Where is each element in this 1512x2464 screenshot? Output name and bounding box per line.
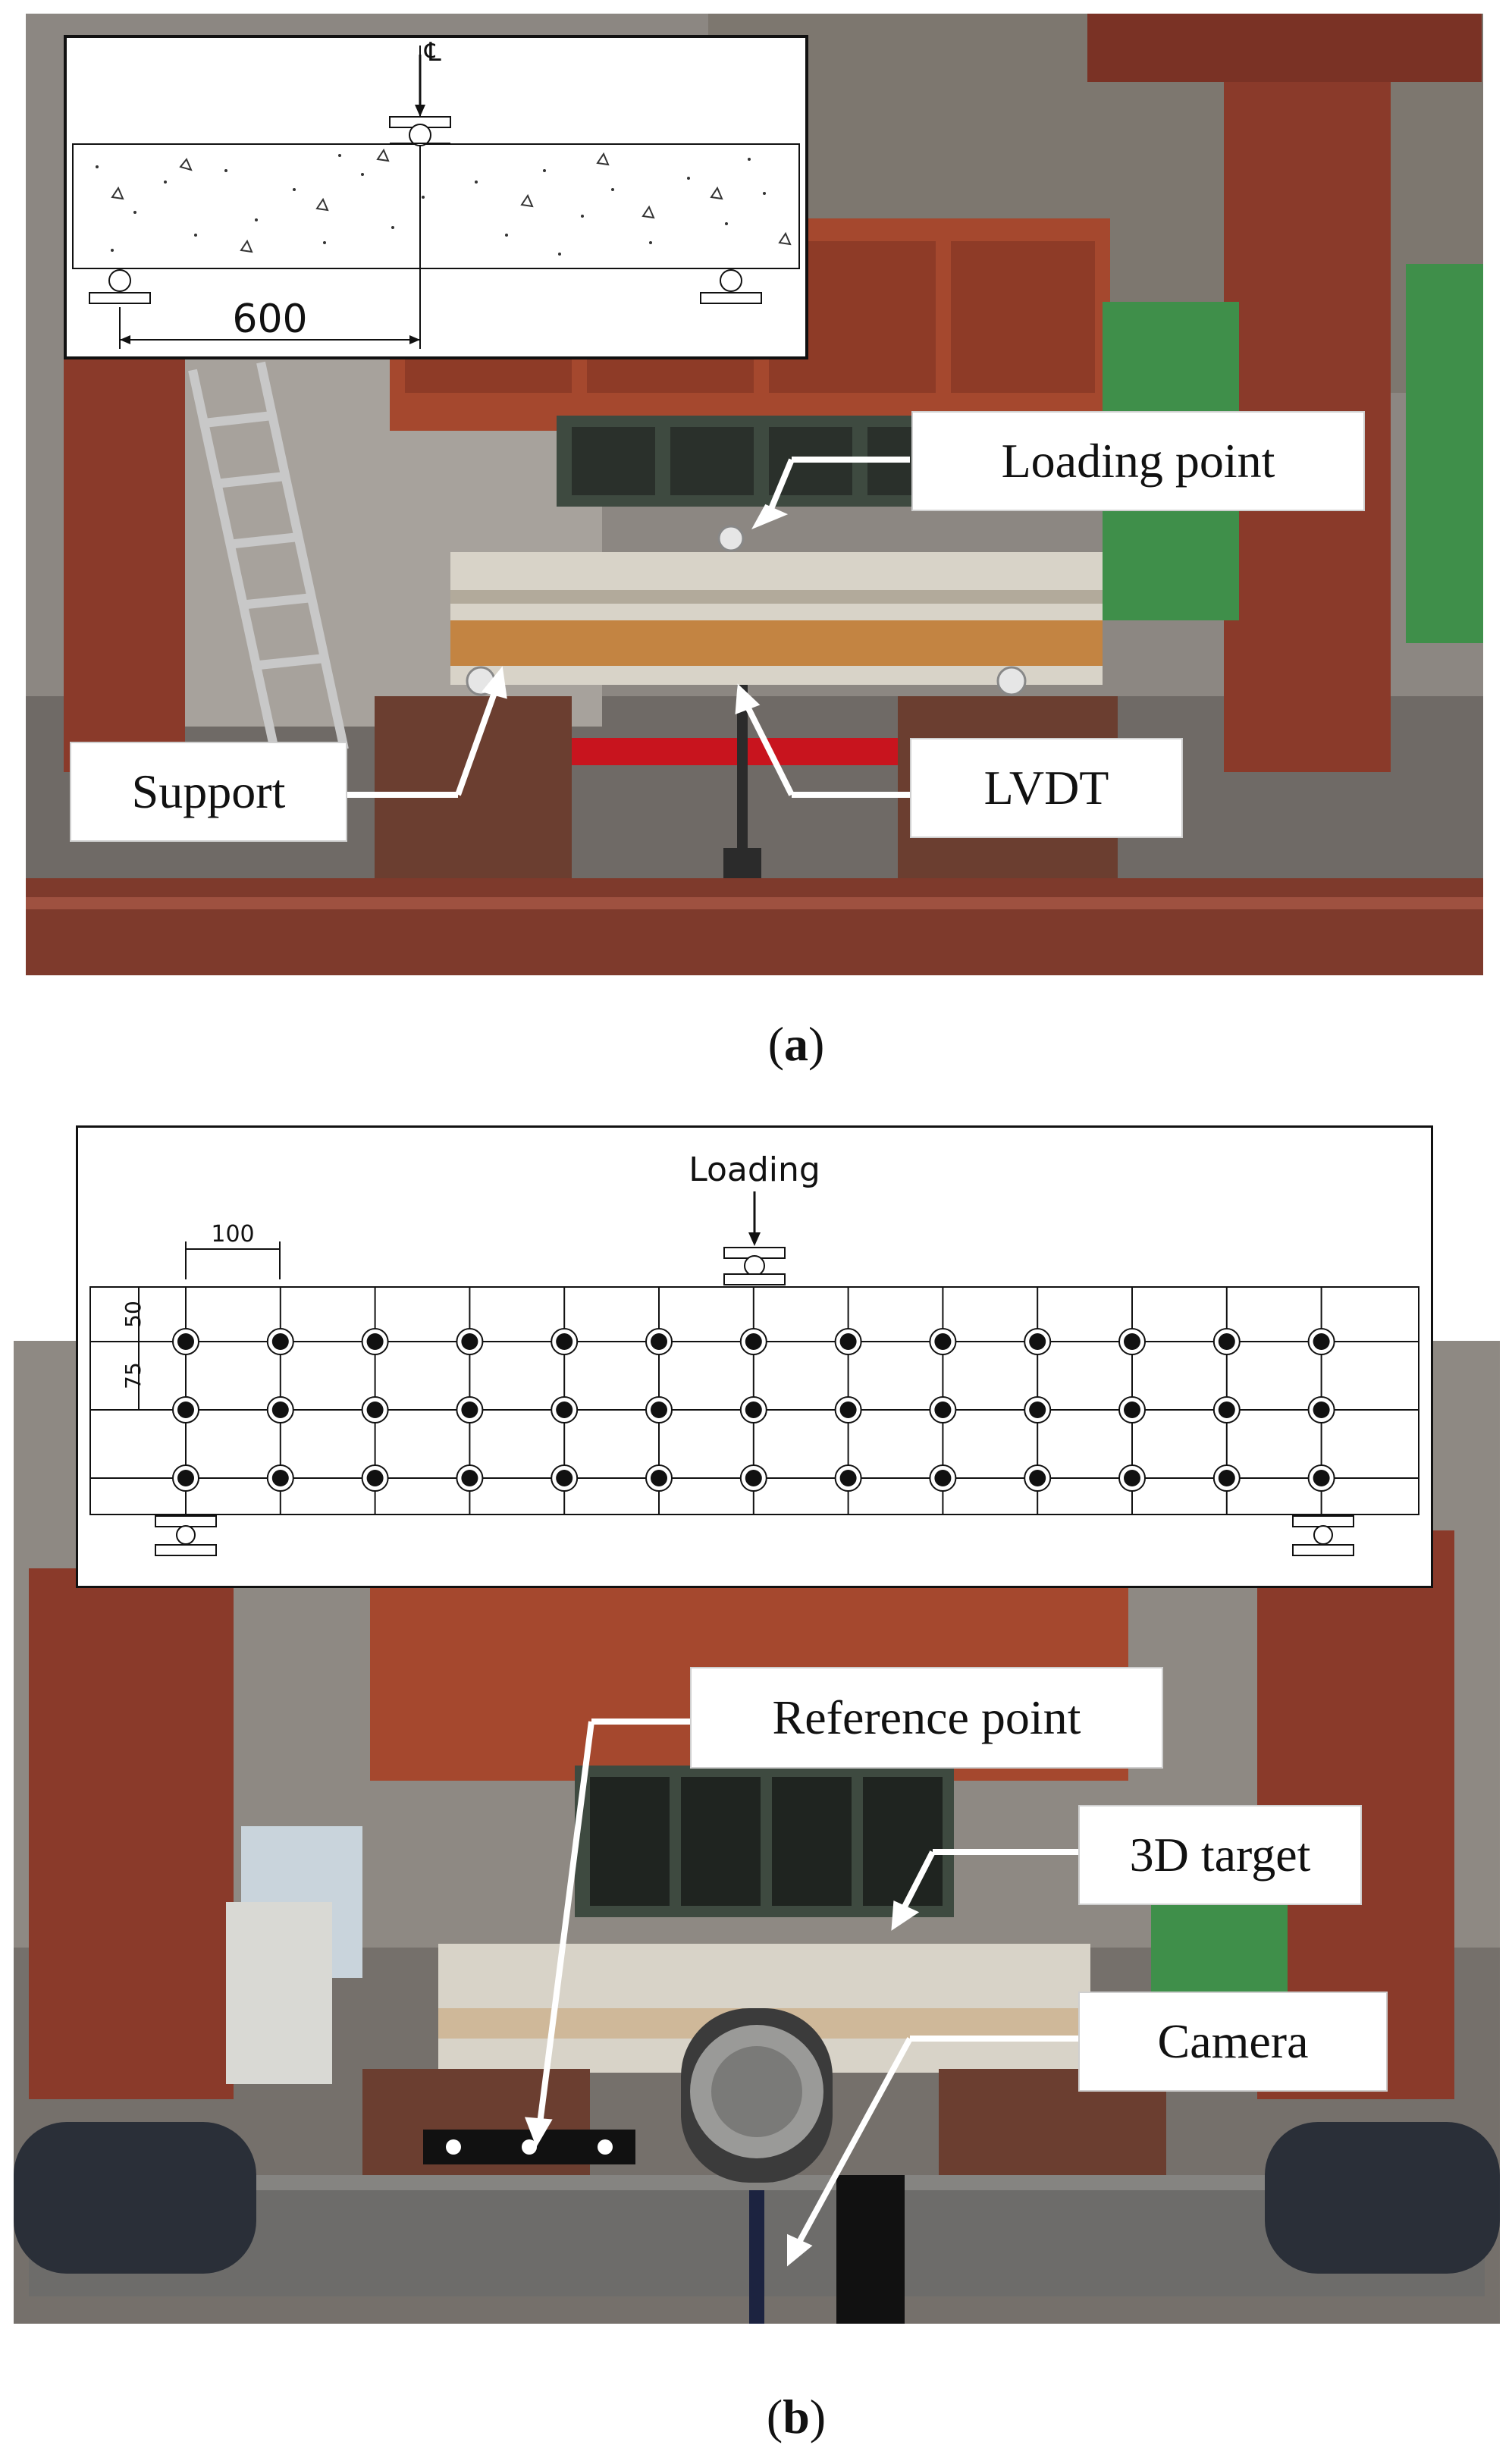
target-marker — [834, 1328, 862, 1355]
target-marker — [1307, 1464, 1335, 1492]
target-marker — [172, 1396, 199, 1423]
target-marker — [929, 1464, 957, 1492]
target-marker — [551, 1328, 579, 1355]
target-marker — [1118, 1464, 1146, 1492]
loading-label: Loading — [689, 1150, 820, 1189]
grid-targets — [172, 1328, 1335, 1492]
callout-lvdt: LVDT — [910, 738, 1183, 838]
target-marker — [645, 1396, 673, 1423]
target-marker — [834, 1396, 862, 1423]
panel-a-beam-drawing: ℄ 600 — [64, 35, 808, 359]
target-marker — [172, 1464, 199, 1492]
caption-b: (b) — [766, 2390, 827, 2444]
panel-a-photo: ℄ 600 — [26, 14, 1483, 975]
target-marker — [1118, 1396, 1146, 1423]
target-marker — [1307, 1396, 1335, 1423]
target-marker — [1024, 1396, 1052, 1423]
target-marker — [266, 1396, 294, 1423]
target-marker — [456, 1464, 484, 1492]
panel-a-beam-schematic: ℄ 600 — [72, 37, 800, 349]
panel-a-arrows — [344, 457, 910, 798]
target-marker — [739, 1328, 767, 1355]
target-marker — [834, 1464, 862, 1492]
caption-a: (a) — [767, 1017, 825, 1071]
panel-b-grid-drawing: Loading 100 50 75 — [76, 1125, 1433, 1588]
target-marker — [1118, 1328, 1146, 1355]
target-marker — [645, 1464, 673, 1492]
target-marker — [361, 1396, 389, 1423]
target-marker — [929, 1396, 957, 1423]
top-edge-dimension: 50 — [121, 1301, 146, 1328]
target-marker — [172, 1328, 199, 1355]
target-marker — [1212, 1328, 1241, 1355]
centerline-symbol: ℄ — [424, 38, 441, 67]
target-marker — [1024, 1328, 1052, 1355]
target-marker — [456, 1396, 484, 1423]
callout-3d-target: 3D target — [1078, 1805, 1362, 1905]
target-marker — [739, 1464, 767, 1492]
target-marker — [1024, 1464, 1052, 1492]
callout-reference-point: Reference point — [690, 1667, 1163, 1769]
callout-support: Support — [70, 742, 347, 842]
target-marker — [1212, 1464, 1241, 1492]
row-spacing-dimension: 75 — [121, 1362, 146, 1389]
target-marker — [739, 1396, 767, 1423]
target-marker — [645, 1328, 673, 1355]
target-marker — [551, 1396, 579, 1423]
target-marker — [1212, 1396, 1241, 1423]
span-dimension: 600 — [232, 297, 307, 342]
target-marker — [1307, 1328, 1335, 1355]
target-marker — [361, 1464, 389, 1492]
callout-loading-point: Loading point — [911, 411, 1365, 511]
target-marker — [929, 1328, 957, 1355]
target-marker — [266, 1464, 294, 1492]
callout-camera: Camera — [1078, 1992, 1388, 2092]
target-marker — [551, 1464, 579, 1492]
target-marker — [266, 1328, 294, 1355]
panel-b-target-grid-schematic: Loading 100 50 75 — [89, 1150, 1419, 1556]
target-marker — [361, 1328, 389, 1355]
target-marker — [456, 1328, 484, 1355]
spacing-dimension: 100 — [211, 1221, 254, 1248]
